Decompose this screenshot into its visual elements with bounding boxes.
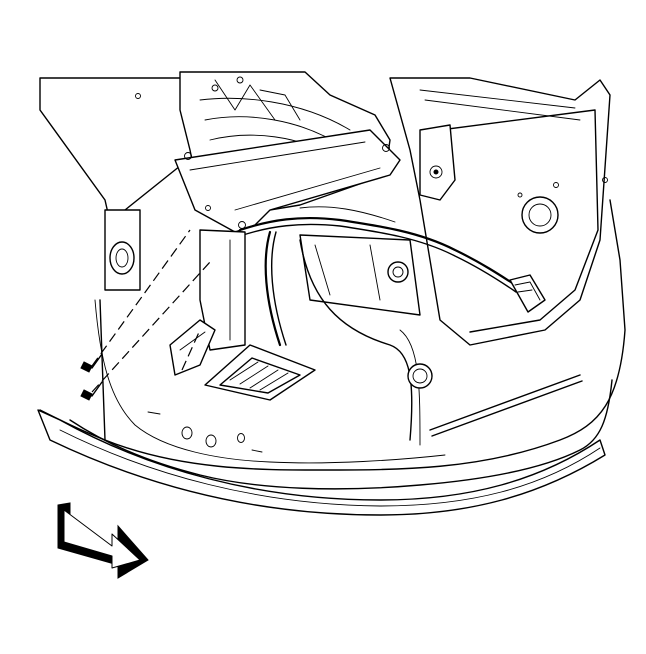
rocker-sill	[37, 409, 606, 516]
mounting-bracket	[174, 129, 401, 233]
left-mounting-plate	[39, 77, 201, 223]
bolt-lower	[80, 381, 103, 401]
left-cylinder-mount	[104, 209, 141, 291]
bolt-upper	[80, 353, 103, 373]
wiring-harness	[238, 206, 546, 347]
front-direction-arrow-icon	[57, 502, 149, 579]
floor-pan	[39, 199, 626, 490]
access-vent-panel	[204, 344, 316, 401]
right-upper-panel	[389, 77, 611, 346]
fasteners	[80, 229, 211, 401]
right-bracket	[419, 124, 456, 201]
center-body-panel	[199, 229, 421, 351]
